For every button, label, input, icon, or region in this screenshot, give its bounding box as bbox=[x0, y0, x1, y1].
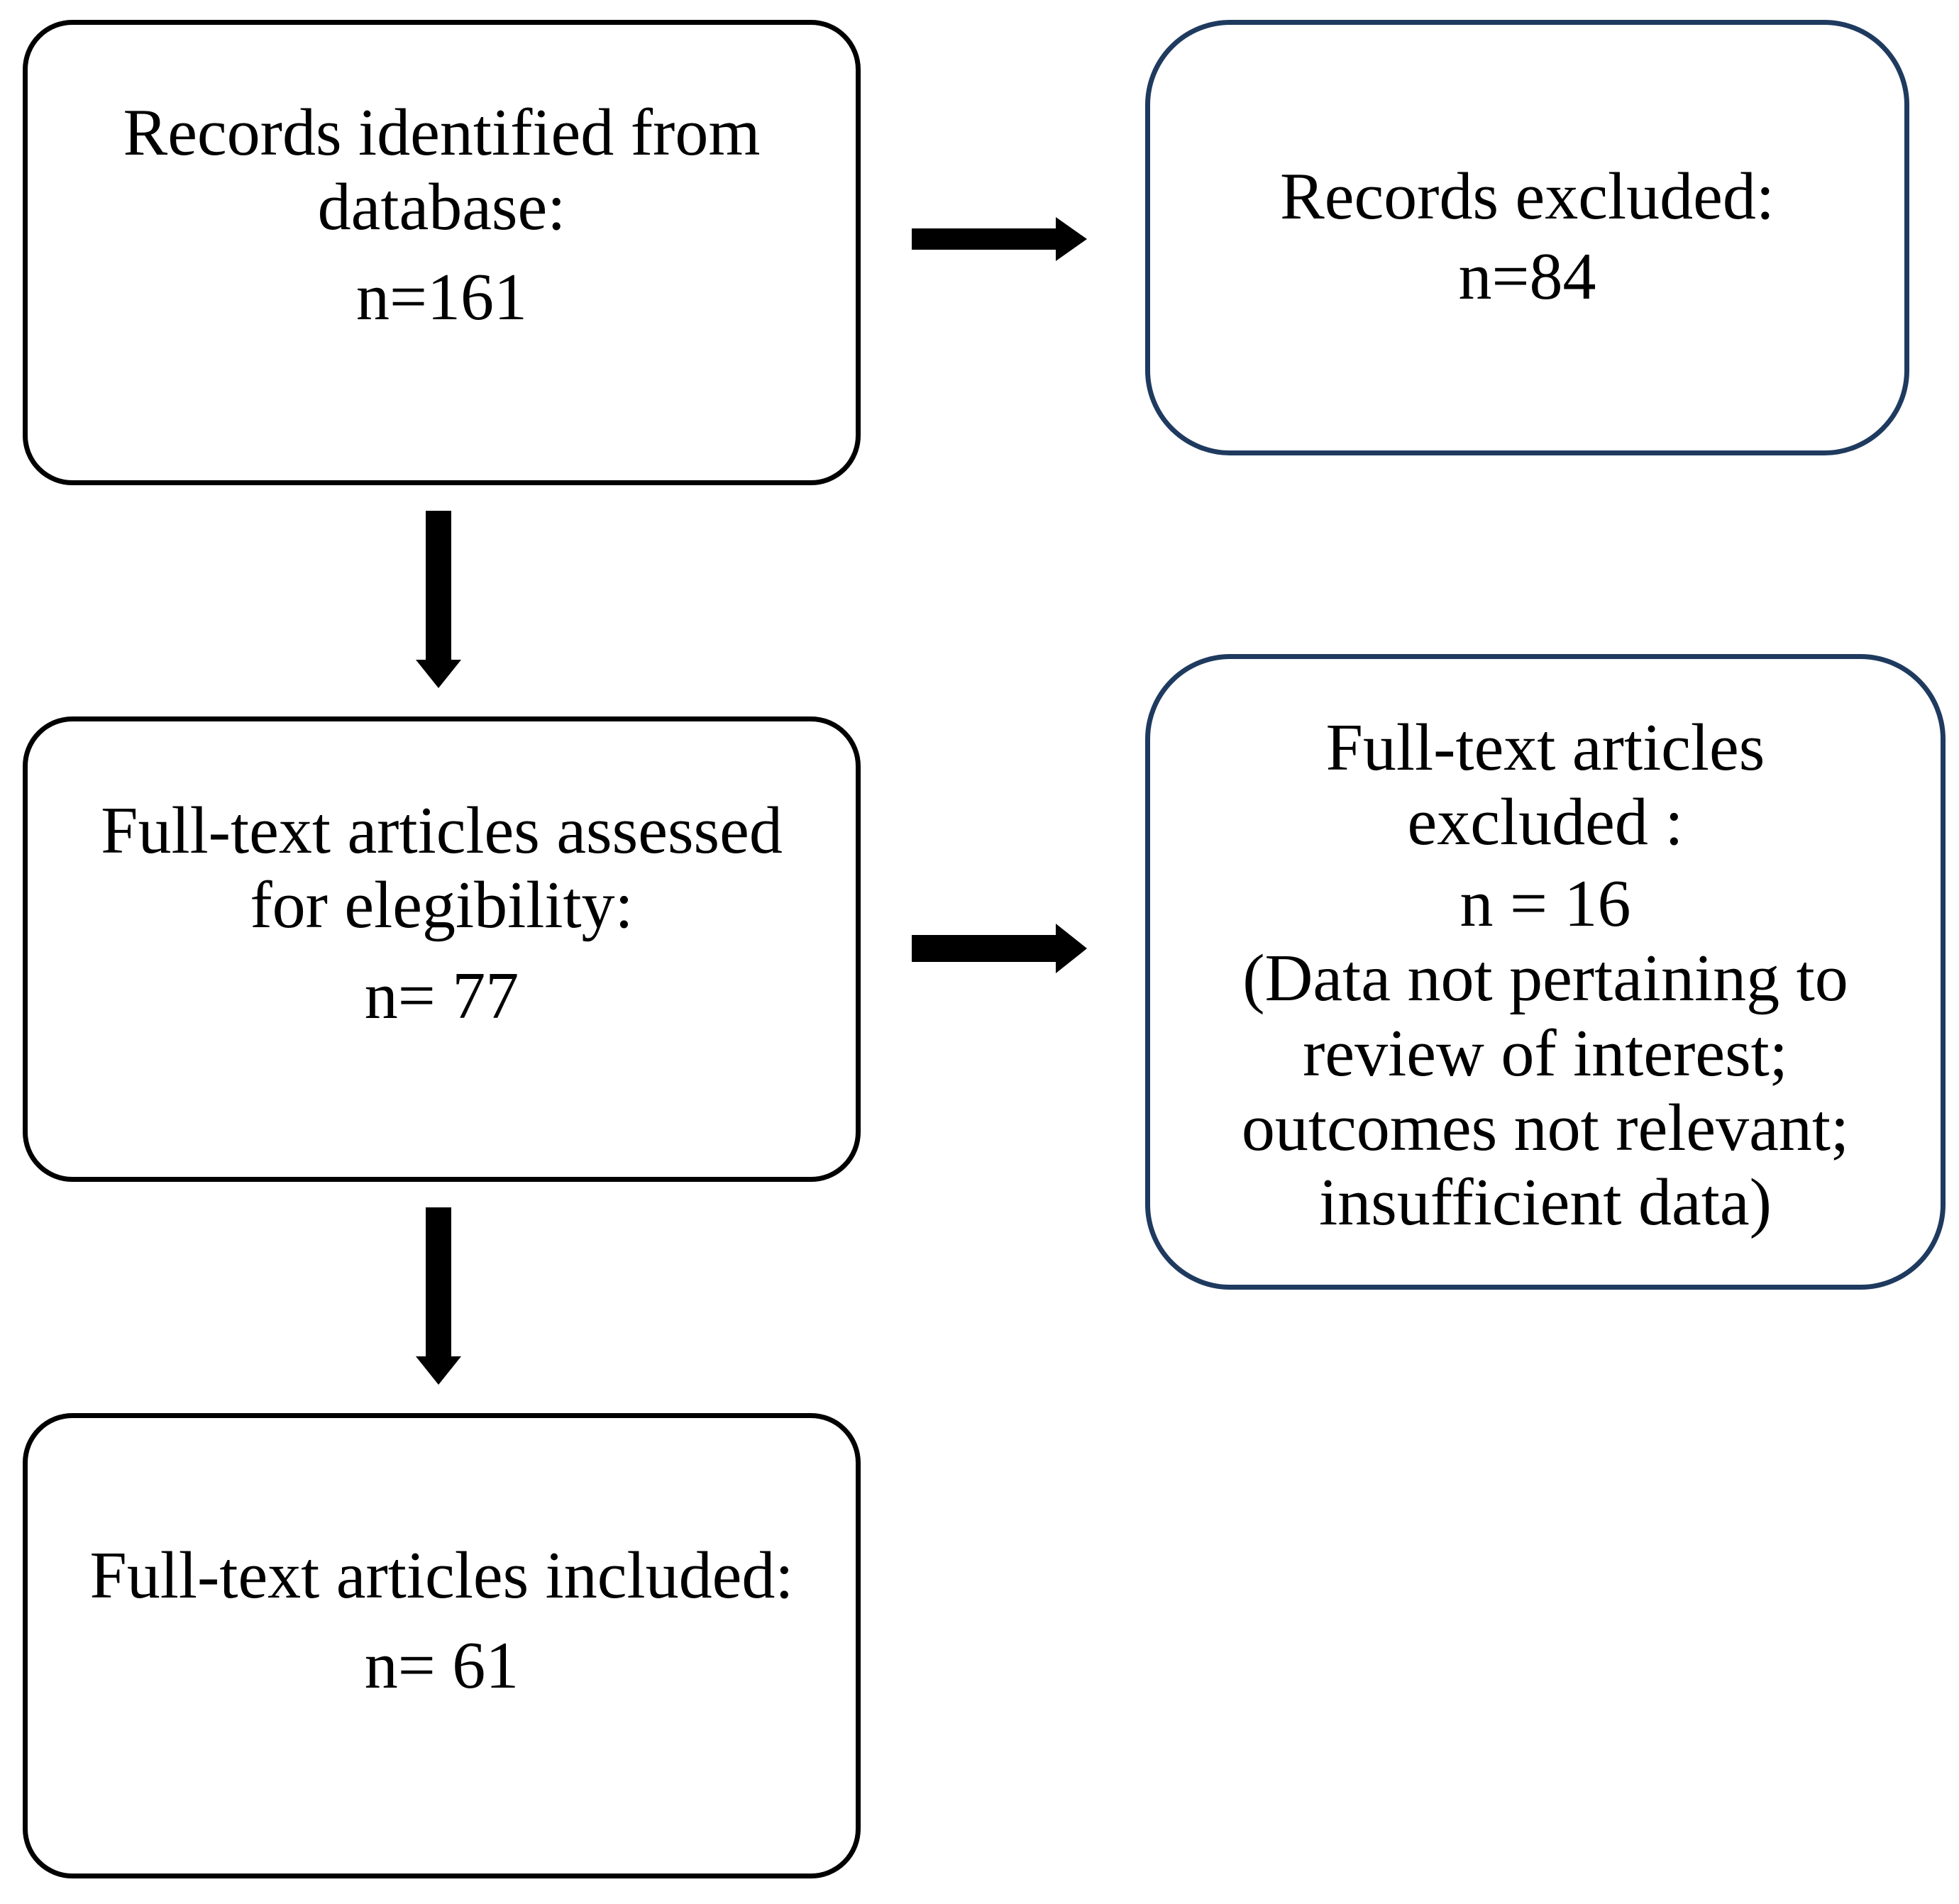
fulltext-excluded-reason-3: outcomes not relevant; bbox=[1241, 1090, 1850, 1165]
fulltext-excluded-line-2: excluded : bbox=[1407, 785, 1684, 859]
fulltext-assessed-line-2: for elegibility: bbox=[250, 868, 634, 943]
records-identified-line-1: Records identified from bbox=[123, 95, 761, 170]
fulltext-excluded-count: n = 16 bbox=[1459, 867, 1631, 941]
records-identified-count: n=161 bbox=[355, 260, 527, 335]
fulltext-included-box: Full-text articles included: n= 61 bbox=[23, 1413, 861, 1878]
fulltext-excluded-reason-2: review of interest; bbox=[1303, 1016, 1788, 1090]
records-identified-box: Records identified from database: n=161 bbox=[23, 20, 861, 485]
fulltext-included-line-1: Full-text articles included: bbox=[89, 1538, 794, 1612]
fulltext-excluded-reason-1: (Data not pertaining to bbox=[1242, 941, 1848, 1016]
records-excluded-line-1: Records excluded: bbox=[1280, 160, 1775, 233]
fulltext-included-count: n= 61 bbox=[364, 1629, 519, 1703]
arrow-assessed-to-excluded bbox=[912, 924, 1087, 973]
arrow-assessed-to-included bbox=[416, 1207, 461, 1385]
arrow-identified-to-excluded bbox=[912, 217, 1087, 261]
fulltext-assessed-line-1: Full-text articles assessed bbox=[101, 794, 783, 868]
records-excluded-count: n=84 bbox=[1458, 240, 1596, 314]
fulltext-excluded-box: Full-text articles excluded : n = 16 (Da… bbox=[1145, 654, 1946, 1290]
fulltext-excluded-line-1: Full-text articles bbox=[1325, 710, 1765, 785]
fulltext-assessed-count: n= 77 bbox=[364, 958, 519, 1033]
records-identified-line-2: database: bbox=[317, 170, 566, 244]
arrow-identified-to-assessed bbox=[416, 511, 461, 688]
records-excluded-box: Records excluded: n=84 bbox=[1145, 20, 1909, 455]
fulltext-assessed-box: Full-text articles assessed for elegibil… bbox=[23, 716, 861, 1182]
fulltext-excluded-reason-4: insufficient data) bbox=[1319, 1166, 1772, 1240]
